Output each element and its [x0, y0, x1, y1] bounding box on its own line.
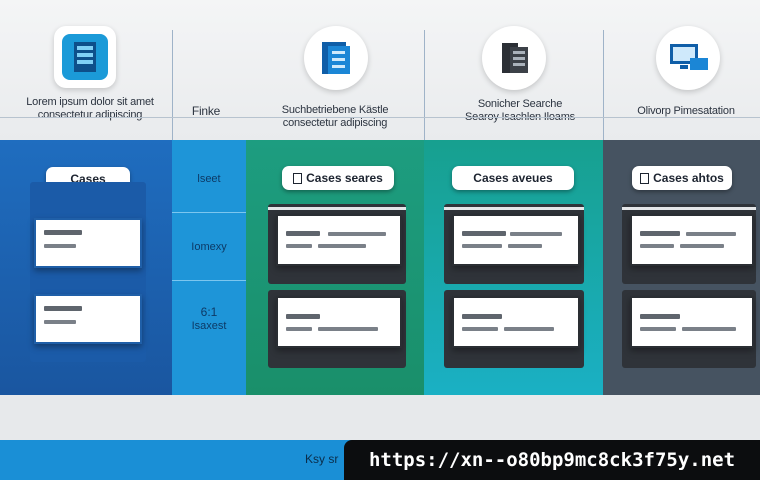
text-line — [640, 327, 676, 331]
list-card[interactable] — [276, 296, 402, 348]
text-line — [286, 244, 312, 248]
column-5-pill[interactable]: Cases ahtos — [632, 166, 732, 190]
text-line — [44, 320, 76, 324]
text-line — [44, 230, 82, 235]
list-card[interactable] — [630, 296, 754, 348]
list-card[interactable] — [452, 214, 580, 266]
column-3-pill[interactable]: Cases seares — [282, 166, 394, 190]
server-tower-icon — [482, 26, 546, 90]
bottom-strip — [0, 395, 760, 440]
text-line — [462, 314, 502, 319]
text-line — [318, 327, 378, 331]
list-card[interactable] — [276, 214, 402, 266]
card-edge — [268, 207, 406, 210]
text-line — [462, 244, 502, 248]
divider — [172, 212, 246, 213]
column-2-panel — [172, 140, 246, 395]
url-text: https://xn--o80bp9mc8ck3f75y.net — [368, 449, 736, 471]
url-banner[interactable]: https://xn--o80bp9mc8ck3f75y.net — [344, 440, 760, 480]
text-line — [640, 231, 680, 236]
card-edge — [444, 207, 584, 210]
mid-label: Isaxest — [191, 320, 227, 332]
divider — [172, 280, 246, 281]
text-line — [462, 231, 506, 236]
text-line — [510, 232, 562, 236]
pill-label: Cases seares — [306, 171, 383, 185]
list-card[interactable] — [452, 296, 580, 348]
document-icon — [640, 172, 650, 184]
server-rack-icon — [54, 26, 116, 88]
text-line — [44, 306, 82, 311]
text-line — [508, 244, 542, 248]
text-line — [682, 327, 736, 331]
list-card[interactable] — [34, 218, 142, 268]
desktop-monitor-icon — [656, 26, 720, 90]
text-line — [686, 232, 736, 236]
column-2-header: Finke — [191, 104, 221, 118]
document-folder-icon — [304, 26, 368, 90]
text-line — [504, 327, 554, 331]
column-5-header: Olivorp Pimesatation — [637, 105, 735, 117]
pill-label: Cases ahtos — [653, 171, 724, 185]
text-line — [640, 244, 674, 248]
column-3-header: Suchbetriebene Kästle consectetur adipis… — [281, 104, 389, 129]
text-line — [44, 244, 76, 248]
mid-label: 6:1 — [200, 305, 218, 319]
list-card[interactable] — [630, 214, 754, 266]
column-4-header: Sonicher Searche Searoy Isachlen Iloams — [465, 98, 575, 123]
text-line — [286, 231, 320, 236]
divider — [0, 117, 760, 118]
text-line — [462, 327, 498, 331]
document-icon — [293, 172, 303, 184]
column-4-pill[interactable]: Cases aveues — [452, 166, 574, 190]
text-line — [286, 314, 320, 319]
text-line — [318, 244, 366, 248]
mid-label: Iomexy — [191, 241, 227, 253]
card-edge — [622, 207, 756, 210]
list-card[interactable] — [34, 294, 142, 344]
text-line — [680, 244, 724, 248]
footer-text: Ksy sr — [305, 452, 339, 466]
pill-label: Cases aveues — [473, 171, 553, 185]
text-line — [286, 327, 312, 331]
mid-label: lseet — [197, 173, 221, 185]
text-line — [640, 314, 680, 319]
column-1-header: Lorem ipsum dolor sit amet consectetur a… — [26, 96, 154, 121]
text-line — [328, 232, 386, 236]
header-area — [0, 0, 760, 140]
